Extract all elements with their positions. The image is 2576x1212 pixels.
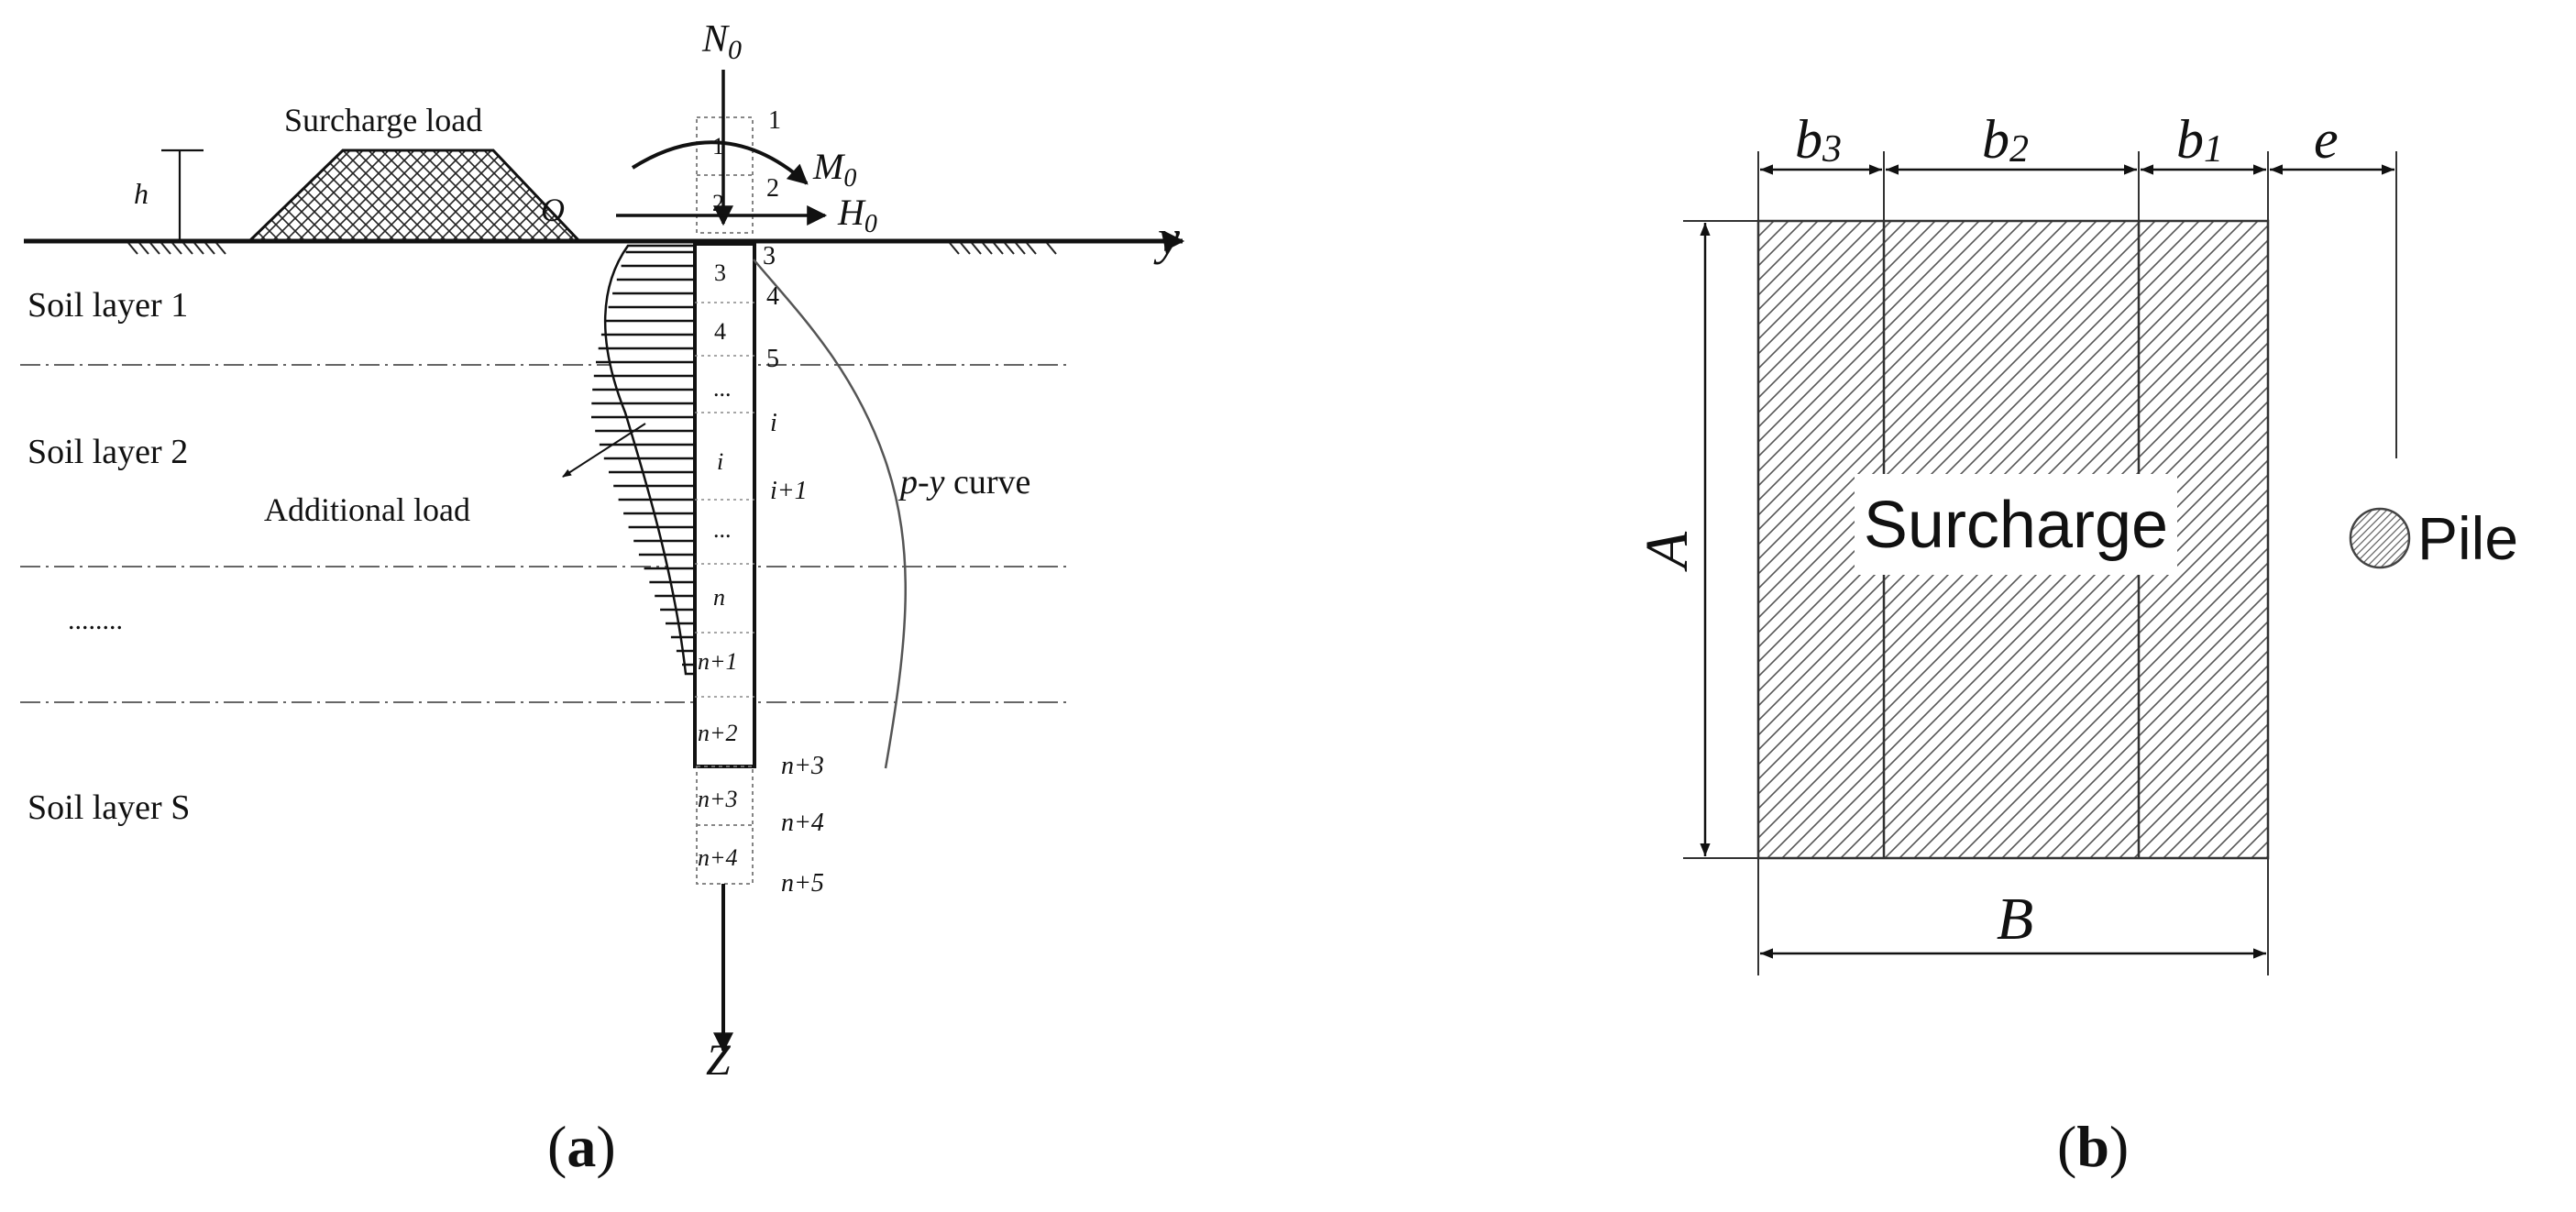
h-dimension — [161, 149, 204, 241]
dim-b1-label: b1 — [2176, 109, 2223, 171]
node-label: 2 — [766, 174, 779, 203]
node-label: i — [770, 409, 777, 437]
dim-b-label: B — [1997, 886, 2033, 953]
additional-load-label: Additional load — [264, 491, 470, 528]
y-axis-label: y — [1153, 210, 1180, 265]
z-axis-label: Z — [706, 1036, 732, 1085]
node-label: 4 — [766, 282, 779, 311]
layer-boundaries — [20, 364, 1068, 703]
node-label: n+3 — [781, 752, 824, 780]
origin-label: O — [541, 192, 565, 228]
dim-a-label: A — [1634, 531, 1701, 572]
segment-label: n — [713, 584, 725, 611]
surcharge-load-label: Surcharge load — [284, 102, 482, 138]
dim-b2-label: b2 — [1982, 109, 2029, 171]
segment-label: 3 — [714, 259, 726, 286]
segment-label: 1 — [712, 133, 724, 160]
ground-hatch-right — [949, 242, 1057, 255]
panel-a-caption: (a) — [547, 1114, 616, 1179]
top-dimension-labels: b3 b2 b1 e — [1795, 109, 2339, 171]
panel-b: Surcharge b3 b2 b1 e A — [1634, 109, 2518, 1179]
surcharge-label: Surcharge — [1864, 489, 2168, 562]
axial-force-label: N0 — [701, 18, 742, 65]
py-curve — [753, 259, 907, 769]
dim-e-label: e — [2314, 109, 2339, 170]
dimension-extension-lines — [1683, 151, 2397, 975]
node-label: n+4 — [781, 809, 824, 837]
panel-a: Surcharge load h O Additional load — [20, 18, 1185, 1179]
node-label: 5 — [766, 345, 779, 373]
panel-b-caption: (b) — [2057, 1114, 2129, 1179]
soil-layer-ellipsis: ........ — [68, 605, 123, 635]
surcharge-embankment — [246, 149, 583, 243]
moment-label: M0 — [812, 146, 856, 193]
node-label: n+5 — [781, 869, 824, 898]
additional-load-bars — [591, 250, 699, 667]
pile-marker — [2349, 507, 2411, 569]
additional-load-pointer — [562, 423, 646, 478]
node-label: 3 — [763, 242, 776, 270]
py-curve-label: p-y curve — [897, 463, 1030, 501]
soil-layer-s-label: Soil layer S — [28, 788, 190, 827]
pile-node-labels: 1 2 3 4 5 i i+1 n+3 n+4 n+5 — [763, 106, 824, 898]
node-label: i+1 — [770, 477, 808, 505]
segment-label: 4 — [714, 318, 726, 345]
segment-label: 2 — [712, 190, 724, 216]
h-label: h — [134, 177, 149, 210]
segment-label: ... — [713, 516, 732, 543]
segment-label: n+4 — [698, 844, 738, 871]
node-label: 1 — [768, 106, 781, 135]
segment-label: n+1 — [698, 648, 738, 675]
dim-b3-label: b3 — [1795, 109, 1842, 171]
segment-label: n+2 — [698, 720, 738, 746]
segment-label: i — [717, 448, 723, 475]
pile-label: Pile — [2417, 504, 2518, 572]
surcharge-label-box — [1855, 474, 2177, 575]
segment-label: n+3 — [698, 786, 738, 812]
pile-segment-labels: 1 2 3 4 ... i ... n n+1 n+2 n+3 n+4 — [698, 133, 738, 871]
virtual-segments-top — [696, 116, 754, 234]
shear-force-label: H0 — [837, 192, 877, 238]
soil-layer-2-label: Soil layer 2 — [28, 433, 188, 471]
segment-label: ... — [713, 375, 732, 402]
moment-arrow — [631, 140, 809, 185]
ground-hatch-left — [127, 242, 226, 255]
soil-layer-1-label: Soil layer 1 — [28, 286, 188, 325]
pile-body — [693, 242, 756, 768]
